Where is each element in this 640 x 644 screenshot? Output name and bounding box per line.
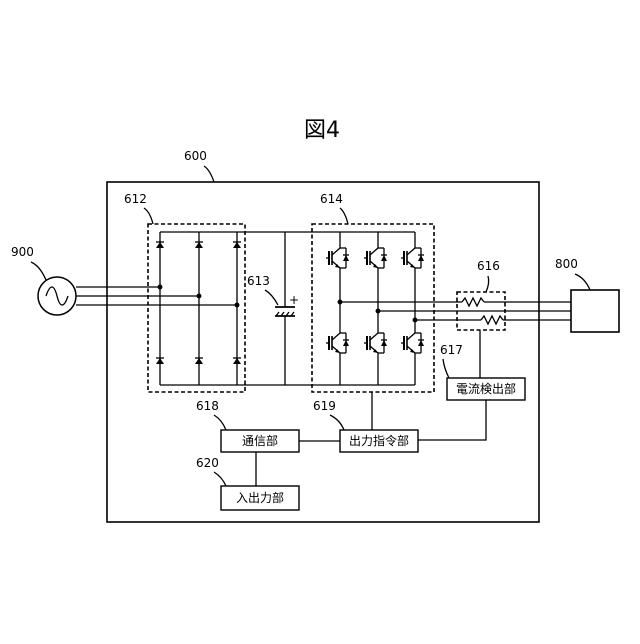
ref-600-leader	[204, 166, 214, 182]
ref-900-leader	[31, 262, 46, 280]
communication-label: 通信部	[242, 433, 278, 448]
ref-616-leader	[486, 276, 489, 292]
output-lines	[340, 302, 571, 320]
ref-619-leader	[330, 415, 344, 430]
figure-title: 図4	[304, 118, 340, 143]
ref-620-leader	[214, 472, 226, 486]
ref-612-leader	[144, 208, 153, 224]
rectifier-bridge	[156, 232, 241, 385]
input-lines	[76, 287, 237, 305]
ref-613-leader	[265, 290, 278, 305]
ref-618: 618	[196, 399, 219, 413]
capacitor-613	[275, 307, 295, 316]
ref-616: 616	[477, 259, 500, 273]
inverter-bridge	[326, 232, 424, 385]
ref-612: 612	[124, 192, 147, 206]
capacitor-plus-sign: +	[289, 293, 299, 307]
ref-614: 614	[320, 192, 343, 206]
io-label: 入出力部	[236, 490, 284, 505]
current-detector-label: 電流検出部	[456, 381, 516, 396]
ref-800-leader	[575, 274, 590, 290]
ref-900: 900	[11, 245, 34, 259]
ref-613: 613	[247, 274, 270, 288]
load-800-box	[571, 290, 619, 332]
ref-617-leader	[443, 359, 449, 378]
ac-source-900	[38, 277, 76, 315]
ref-620: 620	[196, 456, 219, 470]
ref-614-leader	[340, 208, 348, 224]
output-command-label: 出力指令部	[349, 433, 409, 448]
dc-bus	[237, 232, 340, 385]
ref-617: 617	[440, 343, 463, 357]
ref-618-leader	[214, 415, 226, 430]
ref-800: 800	[555, 257, 578, 271]
ref-619: 619	[313, 399, 336, 413]
rectifier-612-box	[148, 224, 245, 392]
ref-600: 600	[184, 149, 207, 163]
device-600-box	[107, 182, 539, 522]
detector-to-command-line	[418, 400, 486, 440]
inverter-614-box	[312, 224, 434, 392]
